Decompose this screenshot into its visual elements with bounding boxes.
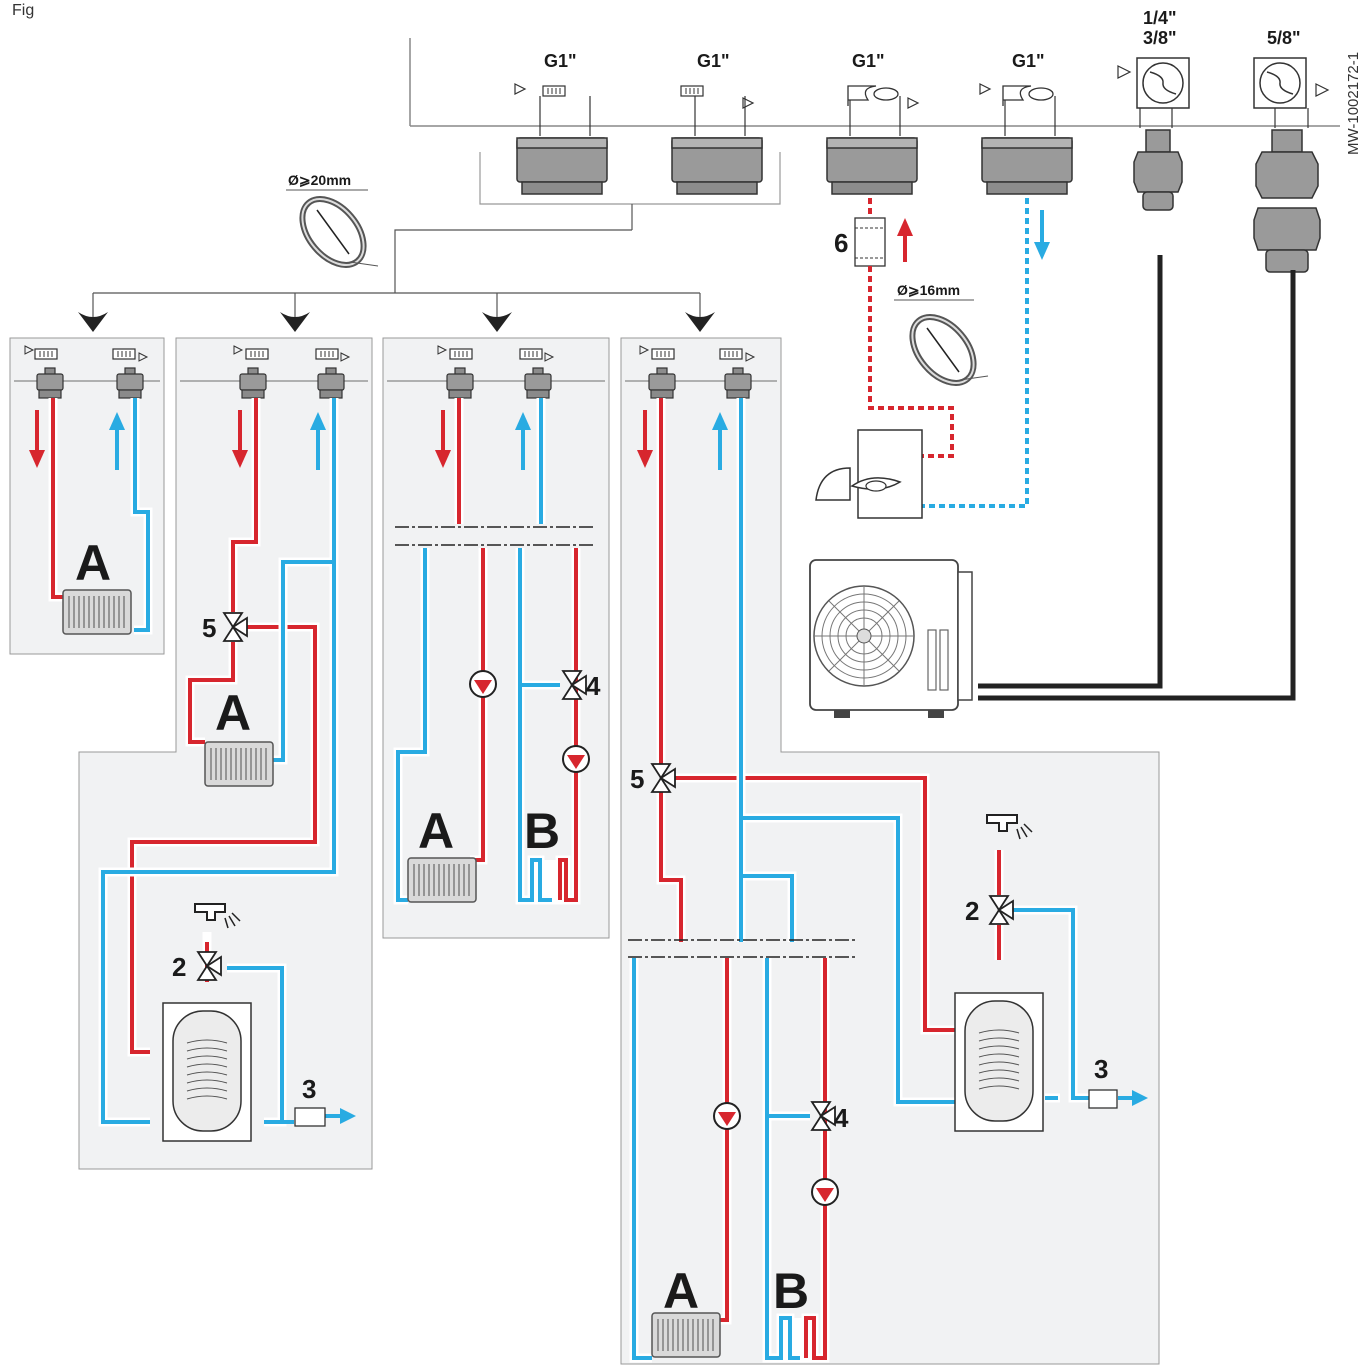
panel-3-label-A: A xyxy=(418,803,454,859)
pipe-diameter-boiler: Ø⩾16mm xyxy=(894,282,988,395)
circuit-panel-4: 5 4 A B 2 3 xyxy=(625,345,1148,1363)
panel-1-label-A: A xyxy=(75,535,111,591)
pipe-diameter-main-label: Ø⩾20mm xyxy=(288,172,351,188)
figure-label: Fig xyxy=(12,2,34,19)
panel-3-label-B: B xyxy=(524,803,560,859)
connection-label-4: G1" xyxy=(1012,51,1045,71)
pipe-diameter-boiler-label: Ø⩾16mm xyxy=(897,282,960,298)
connection-label-3: G1" xyxy=(852,51,885,71)
reference-code: MW-1002172-1 xyxy=(1345,52,1362,155)
item-6-label: 6 xyxy=(834,228,848,258)
circuit-panel-2: 5 A 2 3 xyxy=(98,345,368,1142)
panel-2-label-5: 5 xyxy=(202,613,216,643)
panel-4-label-B: B xyxy=(773,1263,809,1319)
panel-4-label-5: 5 xyxy=(630,764,644,794)
refrigerant-label-1: 1/4" xyxy=(1143,8,1177,28)
boiler-circuit: 6 xyxy=(815,198,1050,519)
circuit-panel-1: A xyxy=(14,345,160,635)
panel-4-label-A: A xyxy=(663,1263,699,1319)
panel-backgrounds xyxy=(9,337,1160,1365)
panel-4-label-2: 2 xyxy=(965,896,979,926)
connection-label-1: G1" xyxy=(544,51,577,71)
refrigerant-label-2: 3/8" xyxy=(1143,28,1177,48)
panel-3-label-4: 4 xyxy=(586,671,601,701)
pipe-diameter-main: Ø⩾20mm xyxy=(286,172,378,277)
panel-2-label-3: 3 xyxy=(302,1074,316,1104)
circuit-panel-3: 4 A B xyxy=(387,345,605,905)
panel-4-label-3: 3 xyxy=(1094,1054,1108,1084)
outdoor-unit xyxy=(809,255,1296,718)
panel-4-label-4: 4 xyxy=(834,1103,849,1133)
panel-2-label-2: 2 xyxy=(172,952,186,982)
top-labels: Fig G1" G1" G1" G1" 1/4" 3/8" 5/8" MW-10… xyxy=(12,2,1362,155)
refrigerant-label-3: 5/8" xyxy=(1267,28,1301,48)
connection-label-2: G1" xyxy=(697,51,730,71)
panel-2-label-A: A xyxy=(215,685,251,741)
manifold xyxy=(78,38,1340,332)
